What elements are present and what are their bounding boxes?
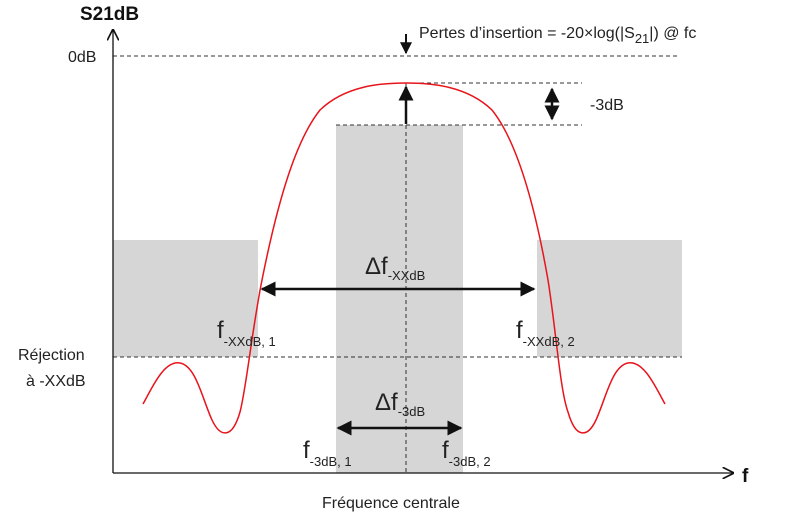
center-freq-label: Fréquence centrale xyxy=(322,495,460,512)
y-axis-title: S21dB xyxy=(80,4,139,25)
rejection-label-2: à -XXdB xyxy=(26,373,86,390)
insertion-loss-label: Pertes d’insertion = -20×log(|S21|) @ fc xyxy=(419,25,696,46)
zero-db-label: 0dB xyxy=(68,49,96,66)
rejection-label-1: Réjection xyxy=(18,347,85,364)
f-3db-1-label: f-3dB, 1 xyxy=(303,437,352,469)
f-3db-2-label: f-3dB, 2 xyxy=(442,437,491,469)
passband-zone xyxy=(336,125,463,473)
response-curve xyxy=(142,82,666,434)
x-axis-title: f xyxy=(742,466,749,487)
right-rejection-zone xyxy=(537,240,682,357)
f-xxdb-2-label: f-XXdB, 2 xyxy=(516,317,575,349)
left-rejection-zone xyxy=(113,240,258,357)
df-3db-label: Δf-3dB xyxy=(375,389,425,419)
df-xxdb-label: Δf-XXdB xyxy=(365,253,425,283)
minus3db-label: -3dB xyxy=(590,97,624,114)
f-xxdb-1-label: f-XXdB, 1 xyxy=(217,317,276,349)
